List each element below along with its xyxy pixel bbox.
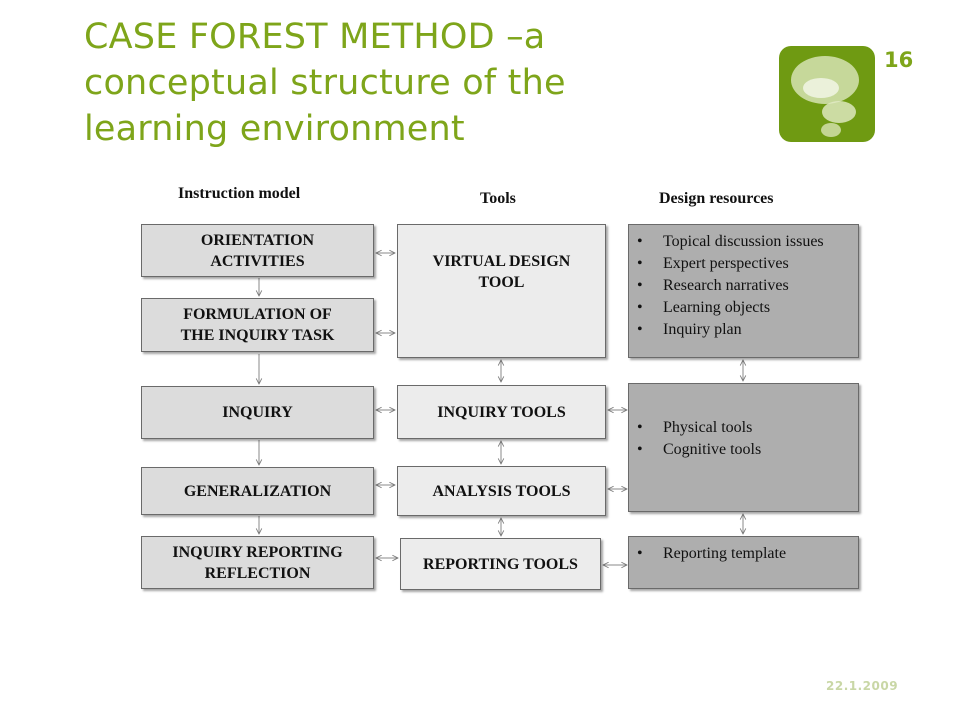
- box-label-line: ANALYSIS TOOLS: [432, 482, 571, 500]
- box-label-line: GENERALIZATION: [183, 482, 332, 500]
- box-label-line: INQUIRY TOOLS: [437, 403, 566, 421]
- header-instruction-model: Instruction model: [178, 185, 301, 202]
- speech-bubbles-icon: [791, 56, 859, 137]
- resource-list: Physical tools Cognitive tools: [637, 417, 761, 461]
- logo: [779, 46, 875, 142]
- tool-analysis: ANALYSIS TOOLS: [397, 466, 606, 516]
- resource-item: Cognitive tools: [637, 439, 761, 461]
- resource-group-topical: Topical discussion issues Expert perspec…: [628, 224, 859, 358]
- box-label-line: THE INQUIRY TASK: [180, 327, 335, 344]
- box-label-line: ORIENTATION: [200, 231, 315, 249]
- resource-item: Learning objects: [637, 297, 824, 319]
- tool-inquiry: INQUIRY TOOLS: [397, 385, 606, 439]
- slide-title-line: CASE FOREST METHOD –a: [84, 17, 546, 57]
- box-label-line: REPORTING TOOLS: [423, 555, 578, 573]
- box-label-line: ACTIVITIES: [210, 252, 305, 270]
- box-label-line: REFLECTION: [204, 564, 311, 582]
- instruction-step-formulation: FORMULATION OF THE INQUIRY TASK: [141, 298, 374, 352]
- instruction-step-generalization: GENERALIZATION: [141, 467, 374, 515]
- resource-group-tools: Physical tools Cognitive tools: [628, 383, 859, 512]
- slide-title-line: conceptual structure of the: [84, 63, 566, 103]
- instruction-step-reporting: INQUIRY REPORTING REFLECTION: [141, 536, 374, 589]
- instruction-step-inquiry: INQUIRY: [141, 386, 374, 439]
- resource-item: Expert perspectives: [637, 253, 824, 275]
- resource-group-reporting: Reporting template: [628, 536, 859, 589]
- slide-title-line: learning environment: [84, 109, 465, 149]
- slide-date: 22.1.2009: [826, 679, 899, 693]
- slide-number: 16: [884, 48, 914, 72]
- box-label-line: INQUIRY REPORTING: [172, 543, 343, 561]
- header-tools: Tools: [480, 190, 516, 207]
- resource-list: Reporting template: [637, 543, 786, 565]
- resource-item: Inquiry plan: [637, 319, 824, 341]
- box-label-line: VIRTUAL DESIGN: [432, 253, 571, 270]
- box-label-line: INQUIRY: [222, 404, 293, 421]
- resource-list: Topical discussion issues Expert perspec…: [637, 231, 824, 341]
- resource-item: Research narratives: [637, 275, 824, 297]
- slide-title: CASE FOREST METHOD –a conceptual structu…: [84, 14, 644, 152]
- resource-item: Topical discussion issues: [637, 231, 824, 253]
- resource-item: Physical tools: [637, 417, 761, 439]
- box-label-line: FORMULATION OF: [183, 306, 332, 323]
- tool-reporting: REPORTING TOOLS: [400, 538, 601, 590]
- instruction-step-orientation: ORIENTATION ACTIVITIES: [141, 224, 374, 277]
- header-design-resources: Design resources: [659, 190, 774, 207]
- resource-item: Reporting template: [637, 543, 786, 565]
- tool-virtual-design: VIRTUAL DESIGN TOOL: [397, 224, 606, 358]
- box-label-line: TOOL: [478, 274, 525, 291]
